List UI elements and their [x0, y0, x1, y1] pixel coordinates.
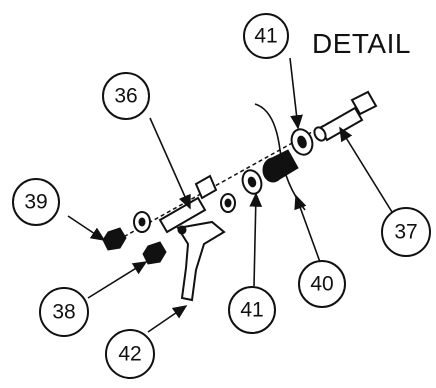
- leader-41-bottom: [249, 192, 263, 287]
- callout-42: 42: [105, 329, 155, 379]
- leader-37: [339, 126, 393, 213]
- detail-title: DETAIL: [312, 28, 411, 59]
- callout-36-label: 36: [114, 85, 137, 108]
- callout-41-bottom: 41: [228, 286, 276, 334]
- part-37-bolt: [313, 90, 378, 142]
- part-39-nut: [102, 227, 127, 251]
- part-41-washer-top: [290, 128, 314, 156]
- assembly-axis: [117, 121, 331, 241]
- leader-39: [67, 215, 106, 241]
- part-41-washer-bottom: [241, 169, 263, 195]
- part-36-bolt: [158, 174, 218, 234]
- part-42-trigger: [176, 220, 226, 302]
- callout-41-bottom-label: 41: [240, 299, 263, 322]
- callout-41-top: 41: [243, 13, 289, 59]
- callout-38: 38: [39, 287, 89, 337]
- leader-40: [294, 194, 321, 263]
- callout-36: 36: [102, 72, 150, 120]
- leader-36: [149, 117, 191, 210]
- callout-41-top-label: 41: [254, 25, 277, 48]
- callout-38-label: 38: [52, 301, 75, 324]
- callout-39: 39: [12, 178, 60, 226]
- leader-42: [147, 305, 188, 333]
- leader-41-top: [289, 57, 303, 130]
- callout-39-label: 39: [24, 191, 47, 214]
- callout-42-label: 42: [118, 343, 141, 366]
- part-38-nut: [142, 241, 167, 265]
- part-40-bushing: [262, 149, 299, 183]
- callout-40: 40: [298, 260, 346, 308]
- callout-37: 37: [381, 207, 431, 257]
- part-small-washers: [133, 193, 236, 233]
- leader-38: [87, 261, 148, 299]
- callout-40-label: 40: [310, 273, 333, 296]
- callout-37-label: 37: [394, 221, 417, 244]
